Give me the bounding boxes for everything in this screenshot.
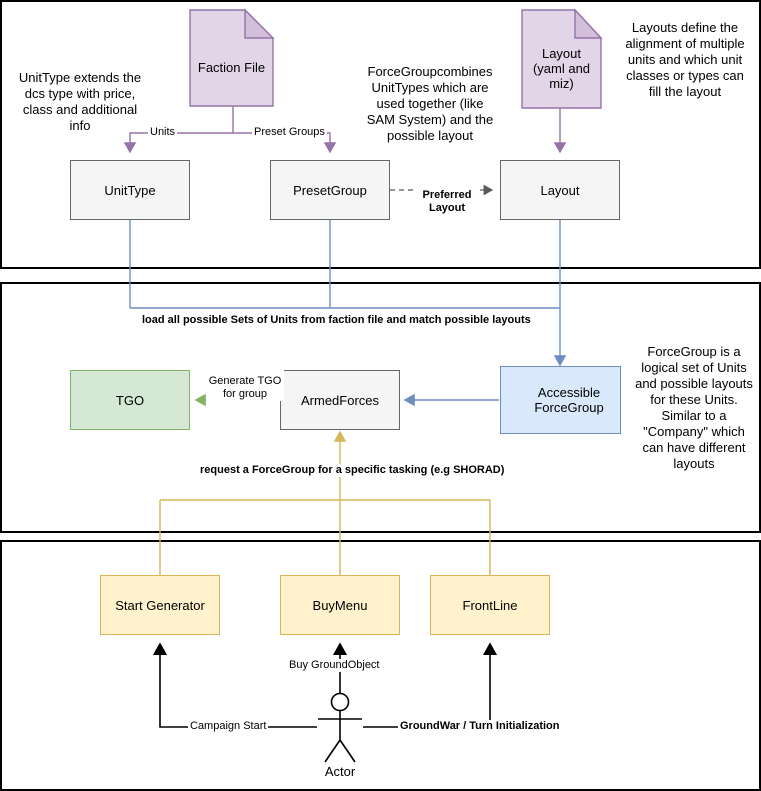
note-forcegroup-combines: ForceGroupcombines UnitTypes which are u…: [366, 64, 494, 143]
edge-label-preset-groups: Preset Groups: [252, 126, 327, 139]
edge-label-units: Units: [148, 126, 178, 139]
edge-label-buy-groundobject: Buy GroundObject: [287, 659, 382, 672]
actor-leg-left: [324, 739, 341, 763]
node-start-generator[interactable]: Start Generator: [100, 575, 220, 635]
doc-layout-file[interactable]: Layout (yaml and miz): [522, 10, 601, 108]
edge-label-campaign-start: Campaign Start: [188, 720, 269, 733]
edge-label-preferred-layout: Preferred Layout: [414, 176, 480, 215]
edge-label-load-sets: load all possible Sets of Units from fac…: [140, 314, 533, 327]
actor-head: [330, 692, 350, 712]
node-armedforces-label: ArmedForces: [300, 392, 380, 408]
node-buymenu[interactable]: BuyMenu: [280, 575, 400, 635]
doc-faction-file-label: Faction File: [197, 59, 266, 75]
node-start-generator-label: Start Generator: [115, 597, 205, 613]
node-frontline[interactable]: FrontLine: [430, 575, 550, 635]
actor-label: Actor: [324, 764, 356, 779]
edge-label-groundwar-turn-init: GroundWar / Turn Initialization: [398, 720, 562, 733]
node-presetgroup-label: PresetGroup: [293, 182, 367, 198]
node-presetgroup[interactable]: PresetGroup: [270, 160, 390, 220]
node-layout[interactable]: Layout: [500, 160, 620, 220]
node-accessible-forcegroup-label: Accessible ForceGroup: [534, 385, 604, 415]
note-unittype: UnitType extends the dcs type with price…: [18, 70, 142, 133]
request-forcegroup-connectors: [159, 430, 491, 575]
actor-leg-right: [339, 739, 356, 763]
edge-groundwar-turn-init: [363, 642, 498, 728]
node-frontline-label: FrontLine: [462, 597, 518, 613]
edge-campaign-start: [152, 642, 317, 728]
edge-label-generate-tgo: Generate TGO for group: [206, 362, 284, 401]
node-unittype[interactable]: UnitType: [70, 160, 190, 220]
edge-label-request-forcegroup: request a ForceGroup for a specific task…: [198, 464, 507, 477]
node-layout-label: Layout: [540, 182, 580, 198]
actor-connectors: [152, 642, 498, 728]
node-buymenu-label: BuyMenu: [312, 597, 368, 613]
node-unittype-label: UnitType: [104, 182, 156, 198]
node-accessible-forcegroup[interactable]: Accessible ForceGroup: [500, 366, 621, 434]
node-armedforces[interactable]: ArmedForces: [280, 370, 400, 430]
actor-figure: [318, 692, 362, 763]
note-forcegroup-logical-set: ForceGroup is a logical set of Units and…: [635, 344, 753, 471]
node-tgo-label: TGO: [115, 392, 145, 408]
node-tgo[interactable]: TGO: [70, 370, 190, 430]
note-layouts-define: Layouts define the alignment of multiple…: [625, 20, 745, 99]
doc-layout-file-label: Layout (yaml and miz): [532, 45, 591, 91]
doc-faction-file[interactable]: Faction File: [190, 10, 273, 106]
